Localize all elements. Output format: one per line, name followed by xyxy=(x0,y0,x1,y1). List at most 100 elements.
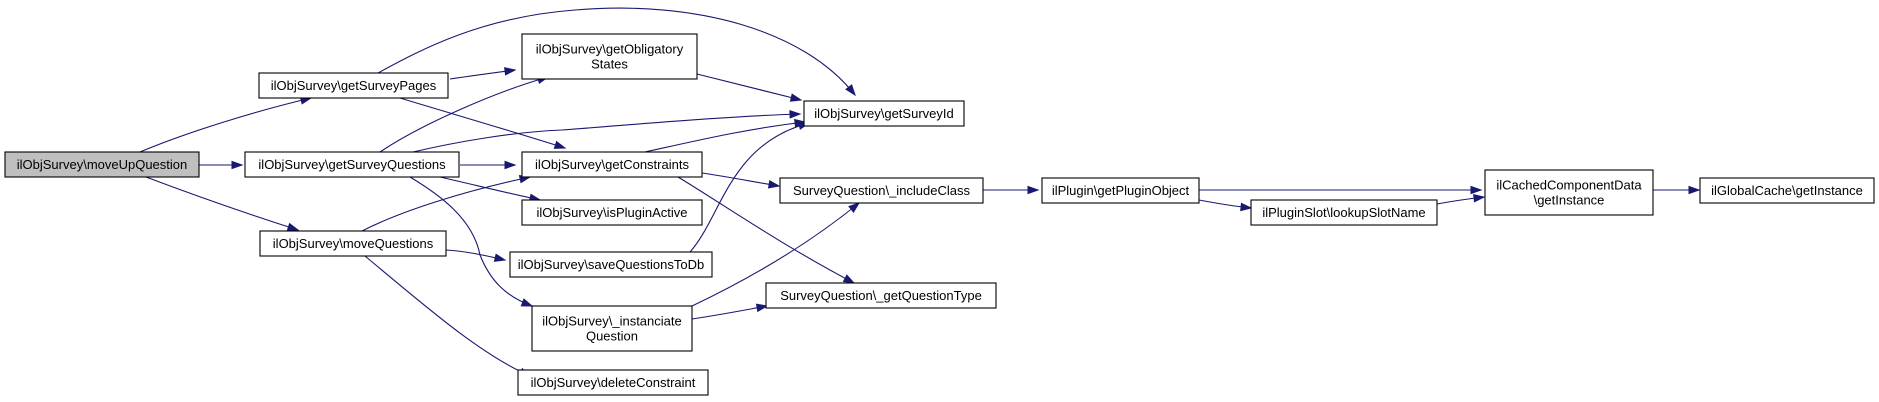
node-label: States xyxy=(591,57,628,72)
node-box[interactable] xyxy=(779,177,984,204)
node-box[interactable] xyxy=(521,199,703,226)
arrowhead-icon xyxy=(1240,202,1253,212)
node-globalGetInstance[interactable]: ilGlobalCache\getInstance xyxy=(1699,177,1875,204)
edge-line xyxy=(689,122,810,253)
edges-layer xyxy=(139,7,1701,377)
edge-line xyxy=(399,97,566,149)
arrowhead-icon xyxy=(520,298,534,307)
arrowhead-icon xyxy=(755,303,769,313)
node-getConstraints[interactable]: ilObjSurvey\getConstraints xyxy=(521,151,703,178)
edge-line xyxy=(361,176,531,232)
node-getSurveyId[interactable]: ilObjSurvey\getSurveyId xyxy=(803,100,965,127)
arrowhead-icon xyxy=(842,274,856,284)
arrowhead-icon xyxy=(1470,185,1483,195)
edge-line xyxy=(701,172,780,187)
node-getSurveyPages[interactable]: ilObjSurvey\getSurveyPages xyxy=(258,72,449,99)
node-label: SurveyQuestion\_getQuestionType xyxy=(780,288,982,303)
node-isPluginActive[interactable]: ilObjSurvey\isPluginActive xyxy=(521,199,703,226)
node-label: \getInstance xyxy=(1534,193,1605,208)
node-getSurveyQuestions[interactable]: ilObjSurvey\getSurveyQuestions xyxy=(244,151,460,178)
edge-line xyxy=(691,305,768,320)
node-box[interactable] xyxy=(258,72,449,99)
edge-line xyxy=(377,7,856,96)
node-label: ilObjSurvey\getObligatory xyxy=(536,42,684,57)
node-box[interactable] xyxy=(1250,199,1438,226)
node-box[interactable] xyxy=(4,151,200,178)
edge-moveQuestions-to-deleteConstraint xyxy=(364,255,532,377)
edge-getPluginObject-to-lookupSlotName xyxy=(1198,199,1253,212)
node-label: ilObjSurvey\saveQuestionsToDb xyxy=(518,257,704,272)
edge-line xyxy=(145,176,299,231)
node-box[interactable] xyxy=(1484,169,1654,216)
node-saveQuestionsToDb[interactable]: ilObjSurvey\saveQuestionsToDb xyxy=(509,251,713,278)
edge-line xyxy=(677,176,855,284)
edge-getSurveyPages-to-getConstraints xyxy=(399,97,567,149)
node-label: ilObjSurvey\getSurveyPages xyxy=(271,78,437,93)
edge-getSurveyPages-to-getObligatoryStates xyxy=(449,67,517,80)
arrowhead-icon xyxy=(504,67,517,76)
node-box[interactable] xyxy=(259,230,447,257)
node-moveQuestions[interactable]: ilObjSurvey\moveQuestions xyxy=(259,230,447,257)
edge-line xyxy=(691,202,860,307)
node-box[interactable] xyxy=(1699,177,1875,204)
node-label: ilCachedComponentData xyxy=(1496,178,1642,193)
edge-lookupSlotName-to-cachedGetInstance xyxy=(1436,193,1486,205)
edge-line xyxy=(379,76,549,153)
edge-moveUpQuestion-to-getSurveyPages xyxy=(139,96,313,153)
edge-moveQuestions-to-saveQuestionsToDb xyxy=(445,249,507,262)
edge-cachedGetInstance-to-globalGetInstance xyxy=(1652,185,1701,195)
edge-instanciateQuestion-to-getQuestionType xyxy=(691,303,769,320)
node-deleteConstraint[interactable]: ilObjSurvey\deleteConstraint xyxy=(517,369,709,396)
nodes-layer: ilObjSurvey\moveUpQuestion ilObjSurvey\ge… xyxy=(4,33,1875,396)
node-label: ilObjSurvey\getSurveyId xyxy=(814,106,953,121)
node-cachedGetInstance[interactable]: ilCachedComponentData\getInstance xyxy=(1484,169,1654,216)
edge-line xyxy=(439,176,541,201)
arrowhead-icon xyxy=(286,222,300,231)
arrowhead-icon xyxy=(553,140,567,149)
edge-line xyxy=(644,121,806,153)
node-label: ilObjSurvey\moveUpQuestion xyxy=(17,157,188,172)
node-lookupSlotName[interactable]: ilPluginSlot\lookupSlotName xyxy=(1250,199,1438,226)
node-box[interactable] xyxy=(803,100,965,127)
arrowhead-icon xyxy=(845,84,856,97)
node-getQuestionType[interactable]: SurveyQuestion\_getQuestionType xyxy=(765,282,997,309)
edge-getObligatoryStates-to-getSurveyId xyxy=(696,73,803,102)
node-label: SurveyQuestion\_includeClass xyxy=(793,183,971,198)
edge-line xyxy=(696,73,802,101)
node-box[interactable] xyxy=(1041,177,1200,204)
node-box[interactable] xyxy=(765,282,997,309)
node-box[interactable] xyxy=(531,305,693,352)
node-includeClass[interactable]: SurveyQuestion\_includeClass xyxy=(779,177,984,204)
node-label: ilObjSurvey\_instanciate xyxy=(542,314,681,329)
arrowhead-icon xyxy=(1027,185,1040,195)
arrowhead-icon xyxy=(848,202,861,213)
edge-line xyxy=(364,255,531,377)
edge-getSurveyQuestions-to-getSurveyId xyxy=(412,110,802,153)
edge-moveUpQuestion-to-moveQuestions xyxy=(145,176,300,231)
node-moveUpQuestion[interactable]: ilObjSurvey\moveUpQuestion xyxy=(4,151,200,178)
node-box[interactable] xyxy=(521,33,698,80)
arrowhead-icon xyxy=(231,160,244,170)
node-box[interactable] xyxy=(509,251,713,278)
edge-getConstraints-to-includeClass xyxy=(701,172,781,189)
edge-line xyxy=(139,97,312,153)
node-label: ilObjSurvey\getConstraints xyxy=(535,157,689,172)
edge-line xyxy=(412,113,801,153)
node-getPluginObject[interactable]: ilPlugin\getPluginObject xyxy=(1041,177,1200,204)
node-box[interactable] xyxy=(521,151,703,178)
node-box[interactable] xyxy=(517,369,709,396)
arrowhead-icon xyxy=(789,110,802,119)
edge-getConstraints-to-getSurveyId xyxy=(644,118,807,153)
node-label: Question xyxy=(586,329,638,344)
node-box[interactable] xyxy=(244,151,460,178)
arrowhead-icon xyxy=(493,253,507,262)
edge-instanciateQuestion-to-includeClass xyxy=(691,202,861,307)
edge-moveUpQuestion-to-getSurveyQuestions xyxy=(199,160,244,170)
arrowhead-icon xyxy=(789,93,803,102)
arrowhead-icon xyxy=(1688,185,1701,195)
node-label: ilObjSurvey\moveQuestions xyxy=(273,236,434,251)
node-label: ilObjSurvey\getSurveyQuestions xyxy=(258,157,446,172)
